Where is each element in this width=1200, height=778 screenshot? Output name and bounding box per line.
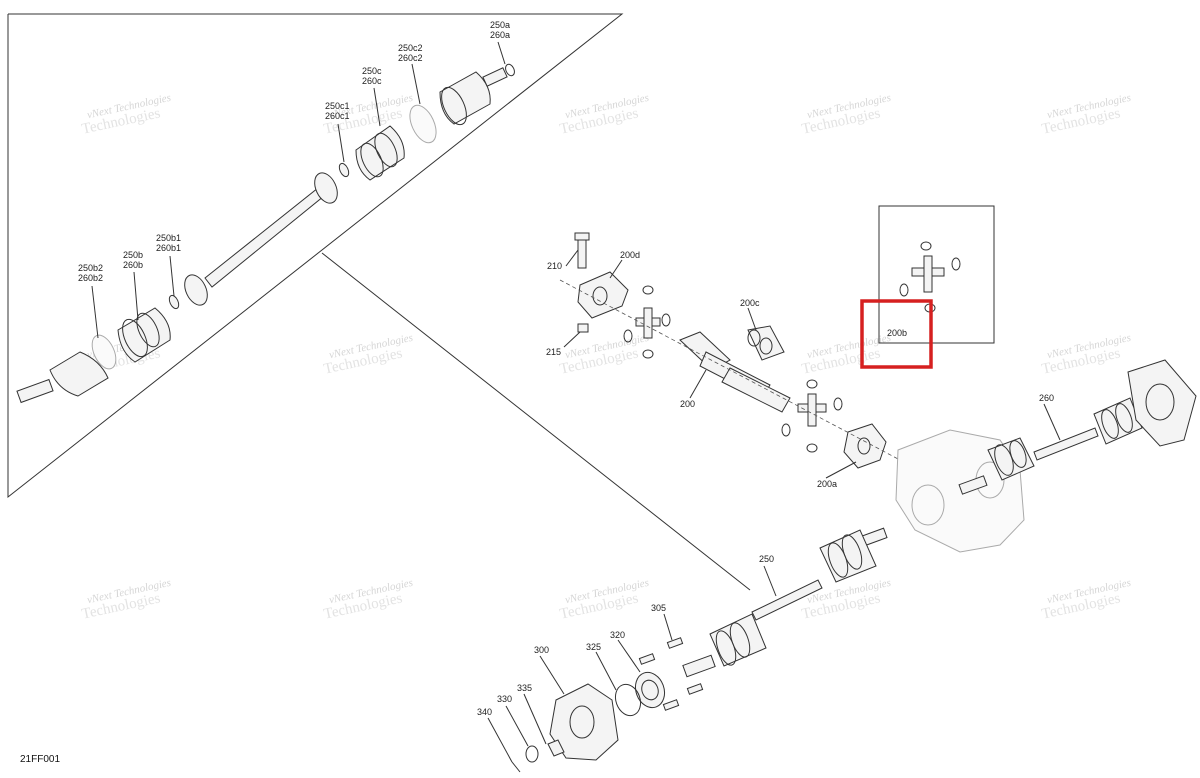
cross-kit-inset <box>878 205 995 344</box>
callout-330: 330 <box>497 694 512 704</box>
detail-leader-line <box>321 252 751 591</box>
callout-200: 200 <box>680 399 695 409</box>
callout-250: 250 <box>759 554 774 564</box>
callout-260: 260 <box>1039 393 1054 403</box>
main-leaders <box>487 249 1061 763</box>
highlight-box-200b <box>860 299 933 369</box>
callout-305: 305 <box>651 603 666 613</box>
callout-215: 215 <box>546 347 561 357</box>
wheel-hub-assembly <box>511 637 704 773</box>
callout-335: 335 <box>517 683 532 693</box>
callout-200a: 200a <box>817 479 837 489</box>
right-axle-shaft <box>958 359 1197 495</box>
inset-detail-panel <box>7 13 751 591</box>
callout-200c: 200c <box>740 298 760 308</box>
callout-210: 210 <box>547 261 562 271</box>
callout-200b: 200b <box>887 328 907 338</box>
callout-325: 325 <box>586 642 601 652</box>
inset-axle-shaft <box>16 63 515 404</box>
left-axle-shaft <box>682 527 888 678</box>
callout-300: 300 <box>534 645 549 655</box>
front-differential <box>895 429 1025 553</box>
callout-340: 340 <box>477 707 492 717</box>
callout-200d: 200d <box>620 250 640 260</box>
callout-320: 320 <box>610 630 625 640</box>
prop-shaft-assembly <box>559 232 901 469</box>
inset-leaders <box>91 41 506 339</box>
figure-code: 21FF001 <box>20 754 60 765</box>
